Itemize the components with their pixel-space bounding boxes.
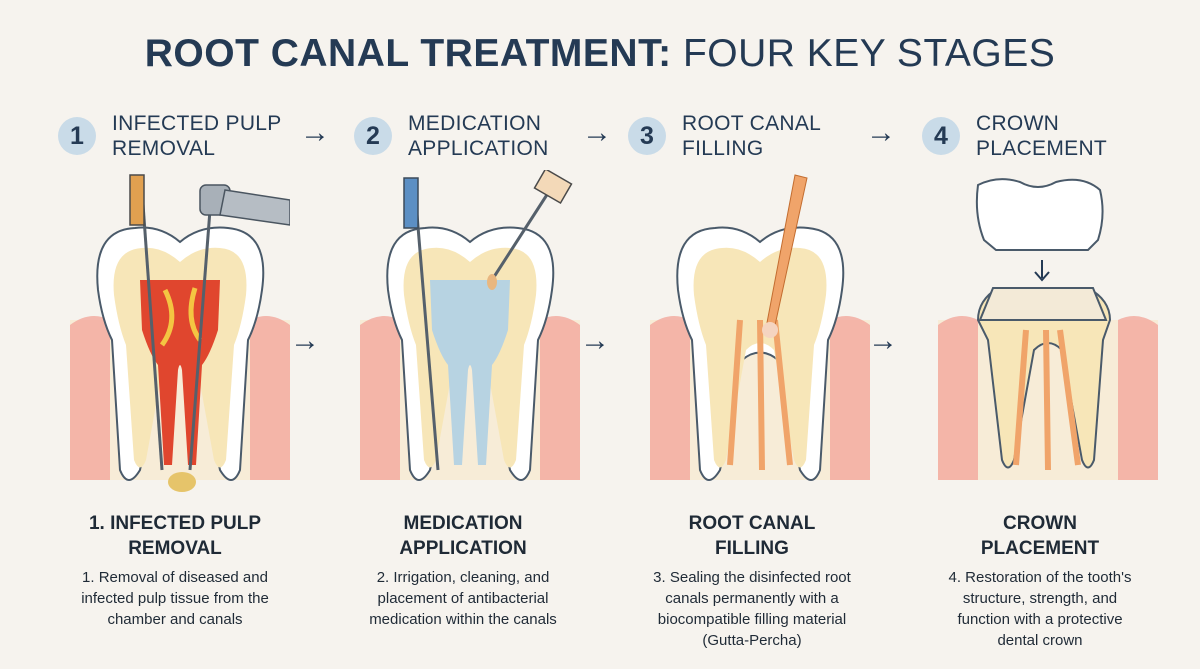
caption-desc-1: 1. Removal of diseased and infected pulp… <box>81 569 269 628</box>
title-light: FOUR KEY STAGES <box>682 32 1056 75</box>
step-label-4: CROWN PLACEMENT <box>976 112 1108 160</box>
step-header-1: 1 INFECTED PULP REMOVAL <box>58 108 302 164</box>
tooth-illustration-medication <box>360 170 580 481</box>
caption-title-1: 1. INFECTED PULP REMOVAL <box>88 513 262 559</box>
tooth-illustration-infected <box>70 174 290 492</box>
stage-arrow-1: → <box>290 324 320 357</box>
header-arrow-3: → <box>866 116 896 149</box>
header-arrow-1: → <box>300 116 330 149</box>
step-label-1: INFECTED PULP REMOVAL <box>112 112 282 160</box>
step-header-4: 4 CROWN PLACEMENT <box>922 108 1166 164</box>
caption-desc-3: 3. Sealing the disinfected root canals p… <box>653 569 851 649</box>
header-arrow-2: → <box>582 116 612 149</box>
title-bold: ROOT CANAL TREATMENT: <box>144 32 672 75</box>
caption-title-4: CROWN PLACEMENT <box>980 513 1100 559</box>
step-label-3: ROOT CANAL FILLING <box>682 112 822 160</box>
step-badge-2: 2 <box>354 117 392 155</box>
caption-desc-4: 4. Restoration of the tooth's structure,… <box>948 569 1132 649</box>
step-header-3: 3 ROOT CANAL FILLING <box>628 108 872 164</box>
caption-title-2: MEDICATION APPLICATION <box>399 513 527 559</box>
tooth-illustration-crown <box>938 178 1158 480</box>
stage-arrow-3: → <box>868 324 898 357</box>
step-badge-1: 1 <box>58 117 96 155</box>
step-header-2: 2 MEDICATION APPLICATION <box>354 108 598 164</box>
page-title: ROOT CANAL TREATMENT: FOUR KEY STAGES <box>0 32 1200 76</box>
step-badge-4: 4 <box>922 117 960 155</box>
step-badge-3: 3 <box>628 117 666 155</box>
stage-arrow-2: → <box>580 324 610 357</box>
step-label-2: MEDICATION APPLICATION <box>408 112 549 160</box>
caption-title-3: ROOT CANAL FILLING <box>688 513 816 559</box>
tooth-illustration-filling <box>650 174 870 481</box>
caption-desc-2: 2. Irrigation, cleaning, and placement o… <box>369 569 557 628</box>
